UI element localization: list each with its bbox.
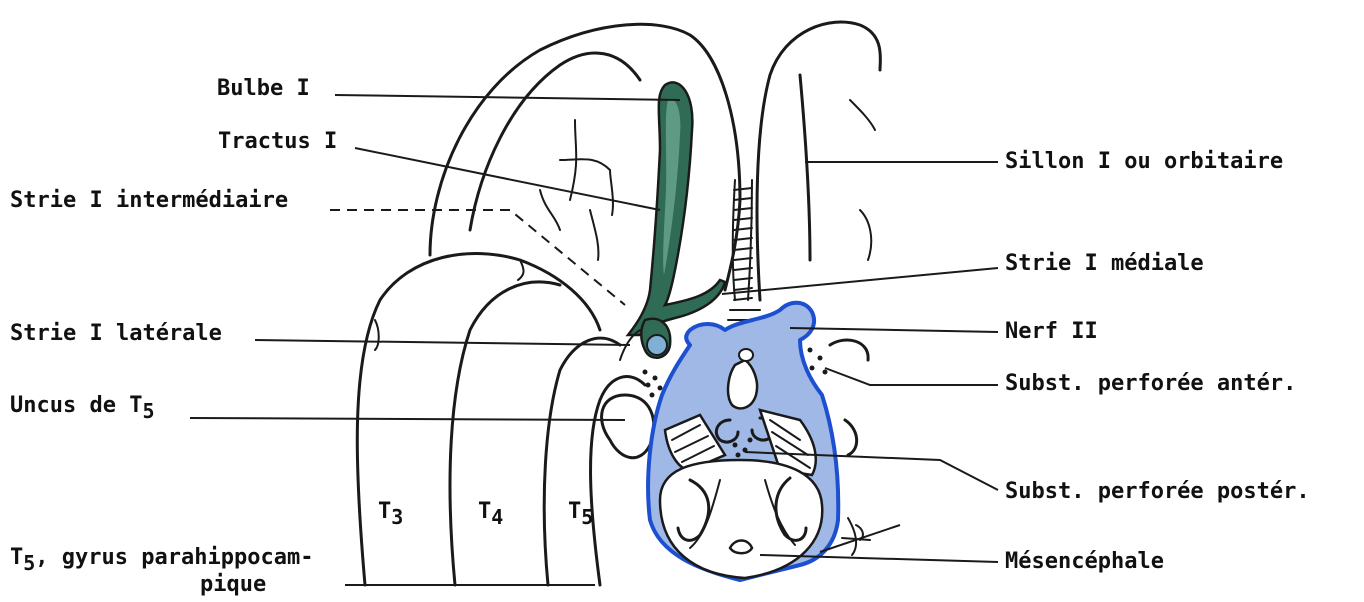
label-t5-gyrus-line2: pique xyxy=(200,572,266,597)
temporal-sulcus-notch xyxy=(375,260,524,350)
left-frontal-lobe-outline xyxy=(430,24,740,290)
leader-strie-laterale xyxy=(255,340,630,345)
label-strie-intermediaire: Strie I intermédiaire xyxy=(10,188,288,213)
label-subst-poster: Subst. perforée postér. xyxy=(1005,479,1310,504)
label-t4: T4 xyxy=(478,499,503,529)
label-t3: T3 xyxy=(378,499,403,529)
left-frontal-inner-gyrus xyxy=(470,53,640,230)
uncus xyxy=(602,395,654,458)
label-nerf: Nerf II xyxy=(1005,319,1098,344)
label-bulbe: Bulbe I xyxy=(217,76,310,101)
label-tractus: Tractus I xyxy=(218,129,337,154)
left-orbital-sulcus xyxy=(560,120,613,215)
cerebral-aqueduct xyxy=(730,541,752,554)
leader-strie-intermediaire xyxy=(330,210,625,305)
leader-bulbe xyxy=(335,95,680,100)
leader-nerf xyxy=(790,328,998,332)
label-uncus: Uncus de T5 xyxy=(10,393,155,423)
leader-uncus xyxy=(190,418,625,420)
leader-strie-mediale xyxy=(722,268,998,294)
parahippocampal-gyrus xyxy=(591,377,645,585)
label-subst-anter: Subst. perforée antér. xyxy=(1005,371,1296,396)
leader-subst-anter xyxy=(825,368,998,385)
temporal-gyrus-t4-t5-boundary xyxy=(544,338,620,585)
label-sillon: Sillon I ou orbitaire xyxy=(1005,149,1283,174)
leader-tractus xyxy=(355,148,660,210)
optic-region xyxy=(648,303,838,580)
infundibulum xyxy=(728,360,757,408)
label-mesencephale: Mésencéphale xyxy=(1005,549,1164,574)
right-temporal-outline xyxy=(830,340,868,455)
label-strie-laterale: Strie I latérale xyxy=(10,321,222,346)
label-t5: T5 xyxy=(568,499,593,529)
infundibulum-opening xyxy=(739,349,753,361)
olfactory-apparatus xyxy=(620,82,725,360)
right-frontal-gyrus xyxy=(800,75,810,260)
label-t5-gyrus-line1: T5, gyrus parahippocam- xyxy=(10,545,313,575)
label-strie-mediale: Strie I médiale xyxy=(1005,251,1204,276)
right-frontal-sulcus xyxy=(850,100,875,260)
trigone-spot xyxy=(647,335,667,355)
